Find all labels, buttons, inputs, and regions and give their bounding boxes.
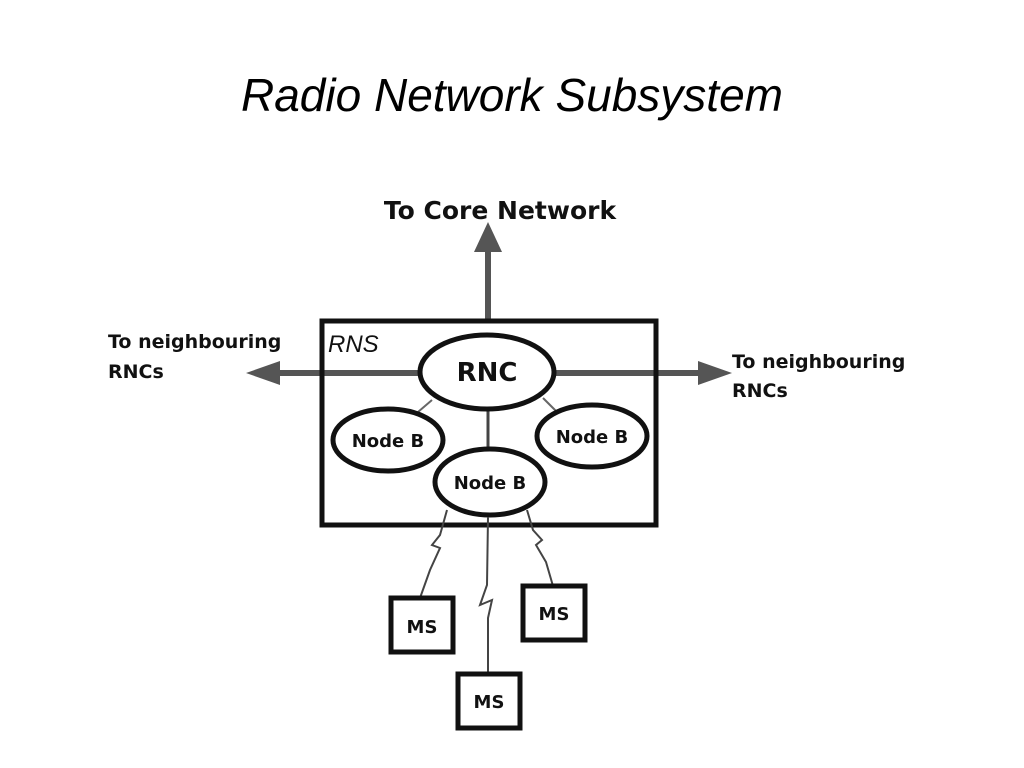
right-neighbour-label-line2: RNCs (732, 380, 788, 402)
right-neighbour-label-line1: To neighbouring (732, 351, 905, 373)
right-neighbour-arrowhead (698, 361, 732, 385)
radio-link-left (419, 509, 448, 599)
node-b-center (432, 446, 548, 518)
rns-box (319, 318, 659, 528)
ms-right-label: MS (539, 604, 570, 625)
rnc-label: RNC (457, 358, 518, 388)
left-neighbour-arrowhead (246, 361, 280, 385)
rnc-nodeb-right-link (542, 397, 557, 412)
rns-label: RNS (328, 331, 379, 358)
node-b-right-label: Node B (556, 427, 629, 448)
ms-right-box (520, 583, 588, 643)
left-neighbour-label-line1: To neighbouring (108, 331, 281, 353)
ms-bottom-label: MS (474, 692, 505, 713)
node-b-left (330, 406, 446, 474)
ms-left-label: MS (407, 617, 438, 638)
left-neighbour-label-line2: RNCs (108, 361, 164, 383)
rnc-nodeb-left-link (417, 399, 433, 413)
node-b-center-label: Node B (454, 473, 527, 494)
radio-link-right (526, 509, 554, 587)
node-b-right (534, 402, 650, 470)
ms-bottom-box (455, 671, 523, 731)
core-network-label: To Core Network (384, 196, 618, 225)
slide-title: Radio Network Subsystem (241, 69, 783, 121)
ms-left-box (388, 595, 456, 655)
rnc-node (417, 332, 557, 412)
core-network-arrowhead (474, 222, 502, 252)
node-b-left-label: Node B (352, 431, 425, 452)
radio-link-center (478, 516, 494, 674)
